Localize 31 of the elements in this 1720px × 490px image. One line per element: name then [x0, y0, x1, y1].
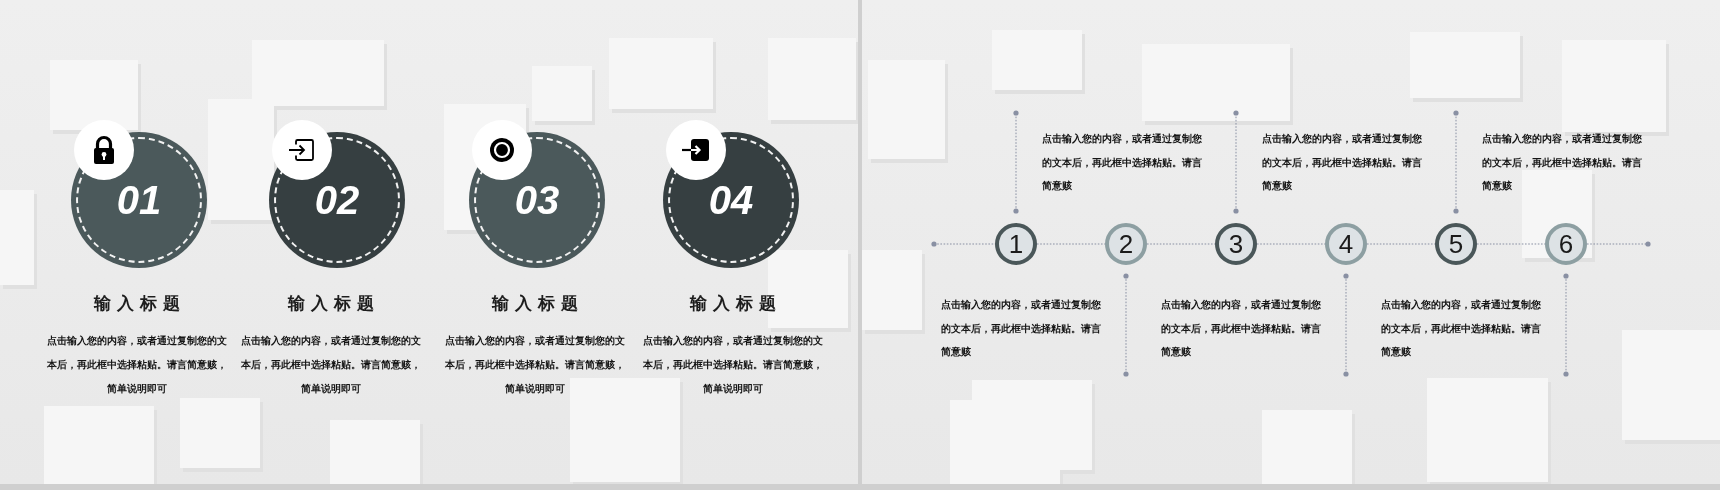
body-text: 点击输入您的内容，或者通过复制您的文本后，再此框中选择粘贴。请言简意赅，简单说明即可 — [444, 334, 626, 396]
step-number: 04 — [708, 180, 754, 220]
body-text: 点击输入您的内容，或者通过复制您的文本后，再此框中选择粘贴。请言简意赅 — [1161, 298, 1322, 359]
step-number: 03 — [514, 180, 560, 220]
step-number: 6 — [1558, 231, 1574, 257]
step-number: 01 — [116, 180, 162, 220]
timeline-line — [1146, 243, 1216, 245]
timeline-line — [1256, 243, 1326, 245]
heading: 输入标题 — [286, 292, 380, 314]
body-text: 点击输入您的内容，或者通过复制您的文本后，再此框中选择粘贴。请言简意赅 — [1482, 132, 1643, 193]
body-text: 点击输入您的内容，或者通过复制您的文本后，再此框中选择粘贴。请言简意赅 — [1381, 298, 1542, 359]
step-number: 5 — [1448, 231, 1464, 257]
timeline-line — [1476, 243, 1546, 245]
step-number: 3 — [1228, 231, 1244, 257]
step-number: 4 — [1338, 231, 1354, 257]
timeline-line — [1036, 243, 1106, 245]
timeline-line — [1366, 243, 1436, 245]
body-text: 点击输入您的内容，或者通过复制您的文本后，再此框中选择粘贴。请言简意赅 — [1262, 132, 1423, 193]
step-number: 1 — [1008, 231, 1024, 257]
heading: 输入标题 — [92, 292, 186, 314]
step-number: 02 — [314, 180, 360, 220]
timeline-line — [1586, 241, 1651, 247]
body-text: 点击输入您的内容，或者通过复制您的文本后，再此框中选择粘贴。请言简意赅 — [1042, 132, 1203, 193]
timeline-line — [931, 241, 996, 247]
body-text: 点击输入您的内容，或者通过复制您的文本后，再此框中选择粘贴。请言简意赅，简单说明即可 — [642, 334, 824, 396]
heading: 输入标题 — [688, 292, 782, 314]
body-text: 点击输入您的内容，或者通过复制您的文本后，再此框中选择粘贴。请言简意赅，简单说明即可 — [240, 334, 422, 396]
body-text: 点击输入您的内容，或者通过复制您的文本后，再此框中选择粘贴。请言简意赅，简单说明即可 — [46, 334, 228, 396]
body-text: 点击输入您的内容，或者通过复制您的文本后，再此框中选择粘贴。请言简意赅 — [941, 298, 1102, 359]
step-number: 2 — [1118, 231, 1134, 257]
heading: 输入标题 — [490, 292, 584, 314]
